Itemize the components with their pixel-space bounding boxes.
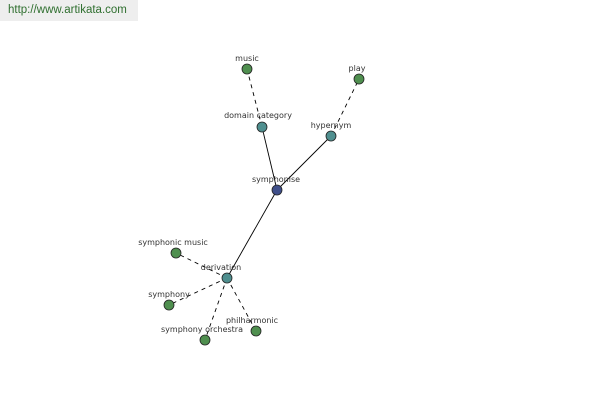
graph-nodes (163, 63, 365, 346)
label-philharmonic[interactable]: philharmonic (226, 316, 278, 325)
edge-derivation-to-symphony-orchestra (204, 277, 228, 341)
node-hypernym[interactable] (325, 130, 337, 142)
edge-symphonise-to-derivation (226, 189, 278, 279)
node-play[interactable] (353, 73, 365, 85)
node-symphony-orchestra[interactable] (199, 334, 211, 346)
edge-symphonise-to-domain-category (261, 126, 278, 191)
node-domain-category[interactable] (256, 121, 268, 133)
edge-derivation-to-symphonic-music (175, 252, 228, 279)
url-bar: http://www.artikata.com (0, 0, 138, 21)
label-music[interactable]: music (235, 54, 259, 63)
label-symphony-orchestra[interactable]: symphony orchestra (161, 325, 243, 334)
label-play[interactable]: play (349, 64, 366, 73)
node-derivation[interactable] (221, 272, 233, 284)
label-symphonic-music[interactable]: symphonic music (138, 238, 208, 247)
graph-labels: symphonise domain category hypernym derivat… (138, 54, 366, 334)
graph-edges (168, 68, 360, 341)
label-derivation[interactable]: derivation (201, 263, 241, 272)
label-hypernym[interactable]: hypernym (311, 121, 352, 130)
node-philharmonic[interactable] (250, 325, 262, 337)
edge-derivation-to-symphony (168, 277, 228, 306)
site-url-link[interactable]: http://www.artikata.com (8, 4, 127, 16)
node-symphony[interactable] (163, 299, 175, 311)
node-music[interactable] (241, 63, 253, 75)
label-symphony[interactable]: symphony (148, 290, 190, 299)
edge-derivation-to-philharmonic (226, 277, 257, 332)
edge-hypernym-to-play (330, 78, 360, 137)
edge-symphonise-to-hypernym (276, 135, 332, 191)
edge-domain-category-to-music (246, 68, 263, 128)
label-domain-category[interactable]: domain category (224, 111, 292, 120)
label-symphonise[interactable]: symphonise (252, 175, 300, 184)
node-symphonic-music[interactable] (170, 247, 182, 259)
node-symphonise[interactable] (271, 184, 283, 196)
